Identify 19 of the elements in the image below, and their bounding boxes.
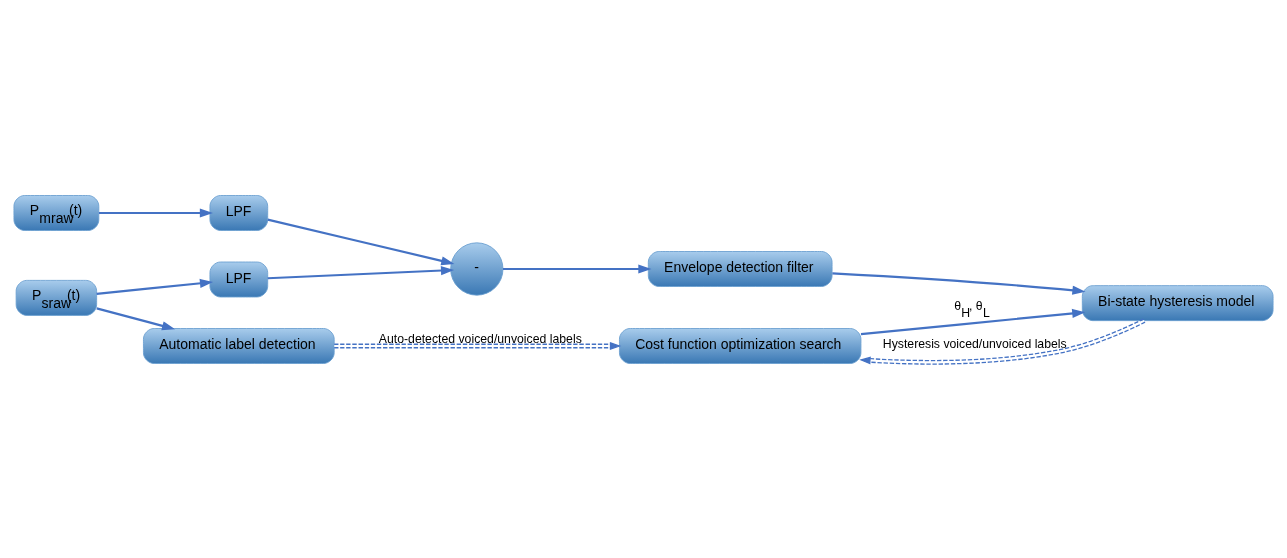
arrow xyxy=(96,306,176,330)
edge-label: Auto-detected voiced/unvoiced labels xyxy=(378,331,582,346)
node-box: Automatic label detection xyxy=(143,327,335,364)
arrow xyxy=(267,218,455,265)
arrow xyxy=(860,308,1086,335)
node-circle: - xyxy=(450,241,504,296)
arrow xyxy=(503,263,652,274)
node-box: Bi-state hysteresis model xyxy=(1081,284,1274,321)
arrow xyxy=(333,341,622,350)
node-box: LPF xyxy=(209,194,269,231)
node-box: Cost function optimization search xyxy=(619,327,862,364)
edge-label: Hysteresis voiced/unvoiced labels xyxy=(882,336,1067,351)
arrow xyxy=(267,265,455,279)
arrow xyxy=(832,271,1086,295)
arrow xyxy=(96,278,214,295)
node-box: Envelope detection filter xyxy=(647,250,833,287)
arrow xyxy=(98,207,213,218)
node-box: LPF xyxy=(209,261,269,297)
arrow xyxy=(859,317,1146,365)
